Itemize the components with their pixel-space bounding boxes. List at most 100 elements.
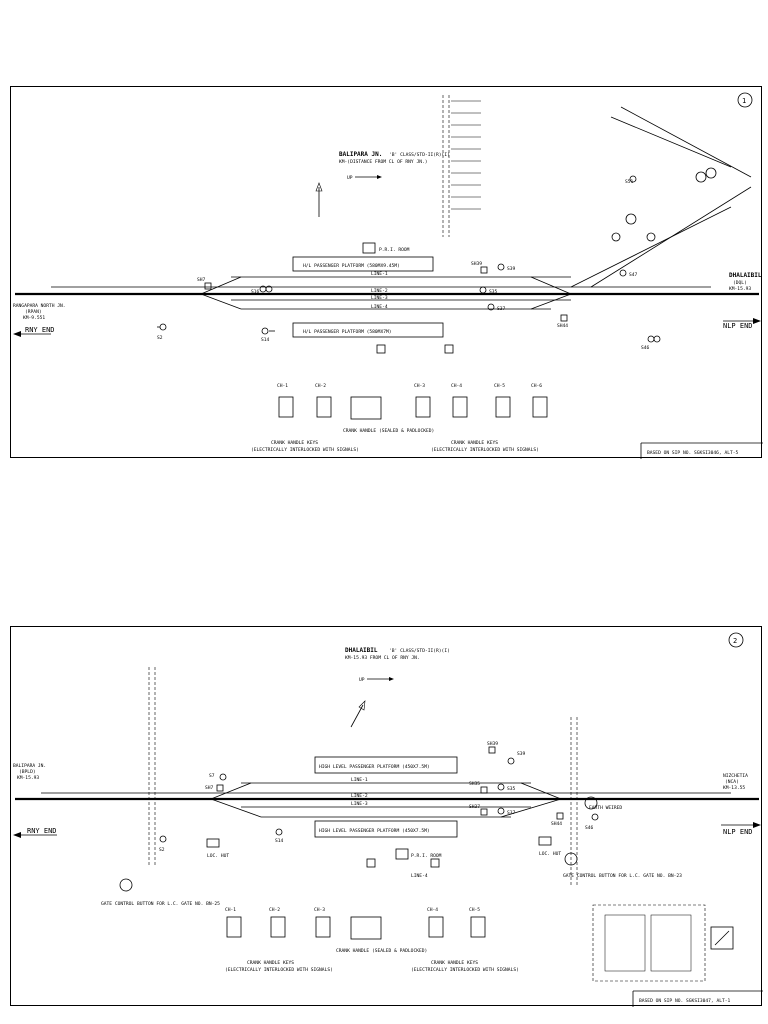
lower-platform <box>314 820 458 838</box>
crank-keys-left: CH-1 CH-2 CH-3 <box>225 907 331 938</box>
based-on-note: BASED ON SIP NO. SGKSI3046, ALT-5 <box>647 450 739 456</box>
line-label-3: LINE-3 <box>371 295 388 301</box>
crank-handle-label-right: CRANK HANDLE KEYS <box>431 960 478 966</box>
crank-handle-label-left: CRANK HANDLE KEYS <box>271 440 318 446</box>
crank-handle-label-right: CRANK HANDLE KEYS <box>451 440 498 446</box>
svg-text:CH-1: CH-1 <box>225 907 236 913</box>
signal-s14: S14 <box>275 828 284 844</box>
gate-button-label: GATE CONTROL BUTTON FOR L.C. GATE NO. BN… <box>101 901 220 907</box>
right-station-code: (DQL) <box>733 280 747 286</box>
svg-text:S39: S39 <box>507 266 516 272</box>
lower-platform-label: HIGH LEVEL PASSENGER PLATFORM (450X7.5M) <box>319 828 430 834</box>
signal-s35: S35 <box>479 286 498 295</box>
signal-sh7: SH7 <box>205 784 224 792</box>
crank-keys-right: CH-3 CH-4 CH-5 CH-6 <box>414 383 548 418</box>
left-station: RANGAPARA NORTH JN. <box>13 303 66 309</box>
svg-text:S2: S2 <box>157 335 163 341</box>
right-end-arrow <box>753 822 761 828</box>
gate-button-right-label: GATE CONTROL BUTTON FOR L.C. GATE NO. BN… <box>563 873 682 879</box>
crank-handle-box <box>350 396 382 420</box>
svg-text:S14: S14 <box>261 337 270 343</box>
crank-handle-sub-left: (ELECTRICALLY INTERLOCKED WITH SIGNALS) <box>251 447 359 453</box>
lower-platform <box>292 322 444 338</box>
svg-text:S2: S2 <box>159 847 165 853</box>
signal-s2: S2 <box>157 323 167 341</box>
svg-text:SH7: SH7 <box>205 785 214 791</box>
left-end-arrow <box>13 331 21 337</box>
svg-text:CH-2: CH-2 <box>269 907 280 913</box>
pri-room <box>362 242 376 254</box>
svg-text:CH-6: CH-6 <box>531 383 542 389</box>
left-end-label: RNY END <box>27 827 57 835</box>
right-end-label: NLP END <box>723 828 753 836</box>
signal-s46: S46 <box>641 335 661 351</box>
right-station-km: KM-15.93 <box>729 286 751 292</box>
svg-text:S51: S51 <box>625 179 634 185</box>
pri-room <box>395 848 409 860</box>
svg-text:SH44: SH44 <box>557 323 568 329</box>
line-label-1: LINE-1 <box>371 271 388 277</box>
signal-sh37: SH37 <box>469 804 488 816</box>
signal-s39: S39 <box>497 263 516 272</box>
sheet-number-circle <box>737 92 753 108</box>
svg-text:S47: S47 <box>629 272 638 278</box>
svg-text:SH35: SH35 <box>469 781 480 787</box>
left-station-code: (RPAN) <box>25 309 42 315</box>
crank-handle-box <box>350 916 382 940</box>
svg-text:SH37: SH37 <box>469 804 480 810</box>
signal-s37: S37 <box>487 303 506 312</box>
station-title: DHALAIBIL <box>345 647 378 654</box>
svg-text:CH-1: CH-1 <box>277 383 288 389</box>
signal-sh7: SH7 <box>197 277 212 290</box>
svg-text:S46: S46 <box>641 345 650 351</box>
svg-text:UP: UP <box>347 175 353 181</box>
station-class: 'B' CLASS/STD-II(R)(I) <box>389 648 450 654</box>
signal-s2: S2 <box>159 835 167 853</box>
svg-text:CH-5: CH-5 <box>494 383 505 389</box>
svg-text:S7: S7 <box>209 773 215 779</box>
signal-s35: S35 <box>497 783 516 792</box>
pri-room-label: P.R.I. ROOM <box>411 853 442 859</box>
upper-platform <box>314 756 458 774</box>
crank-box-label: CRANK HANDLE (SEALED & PADLOCKED) <box>343 428 434 434</box>
svg-text:S14: S14 <box>275 838 284 844</box>
line-label-2: LINE-2 <box>351 793 368 799</box>
svg-text:S39: S39 <box>517 751 526 757</box>
svg-text:S35: S35 <box>489 289 498 295</box>
svg-text:SH44: SH44 <box>551 821 562 827</box>
svg-text:SH39: SH39 <box>487 741 498 747</box>
crank-keys-left: CH-1 CH-2 <box>277 383 332 418</box>
legend-key-box <box>710 926 734 950</box>
signal-plan-sheet-2: 2 DHALAIBIL 'B' CLASS/STD-II(R)(I) KM-15… <box>10 626 763 1007</box>
station-km: KM-15.93 FROM CL OF RNY JN. <box>345 655 420 661</box>
right-end-arrow <box>753 318 761 324</box>
earth-weired-label: EARTH WEIRED <box>589 805 622 811</box>
svg-text:S35: S35 <box>507 786 516 792</box>
svg-text:UP: UP <box>359 677 365 683</box>
svg-text:SH7: SH7 <box>197 277 206 283</box>
loc-hut-right-label: LOC. HUT <box>539 851 561 857</box>
right-station: NIZCHETIA <box>723 773 748 779</box>
earth-weired-symbol <box>584 796 598 810</box>
line-label-3: LINE-3 <box>351 801 368 807</box>
signal-s14: S14 <box>261 327 275 343</box>
line-label-4: LINE-4 <box>371 304 388 310</box>
line-label-4: LINE-4 <box>411 873 428 879</box>
line-label-2: LINE-2 <box>371 288 388 294</box>
station-title: BALIPARA JN. <box>339 151 382 158</box>
right-station: DHALAIBIL <box>729 272 762 279</box>
based-on-note: BASED ON SIP NO. SGKSI3047, ALT-1 <box>639 998 731 1004</box>
left-end-arrow <box>13 832 21 838</box>
signal-s51: S51 <box>625 175 637 185</box>
upper-platform-label: HIGH LEVEL PASSENGER PLATFORM (450X7.5M) <box>319 764 430 770</box>
svg-text:S37: S37 <box>507 810 516 816</box>
svg-text:SH39: SH39 <box>471 261 482 267</box>
signal-s39: S39 <box>507 751 526 765</box>
upper-platform <box>292 256 434 272</box>
svg-text:S46: S46 <box>585 825 594 831</box>
svg-text:CH-4: CH-4 <box>451 383 462 389</box>
station-km: KM-(DISTANCE FROM CL OF RNY JN.) <box>339 159 428 165</box>
sheet-number: 1 <box>742 97 746 105</box>
signal-sh44: SH44 <box>557 314 568 329</box>
sheet-number-circle <box>728 632 744 648</box>
